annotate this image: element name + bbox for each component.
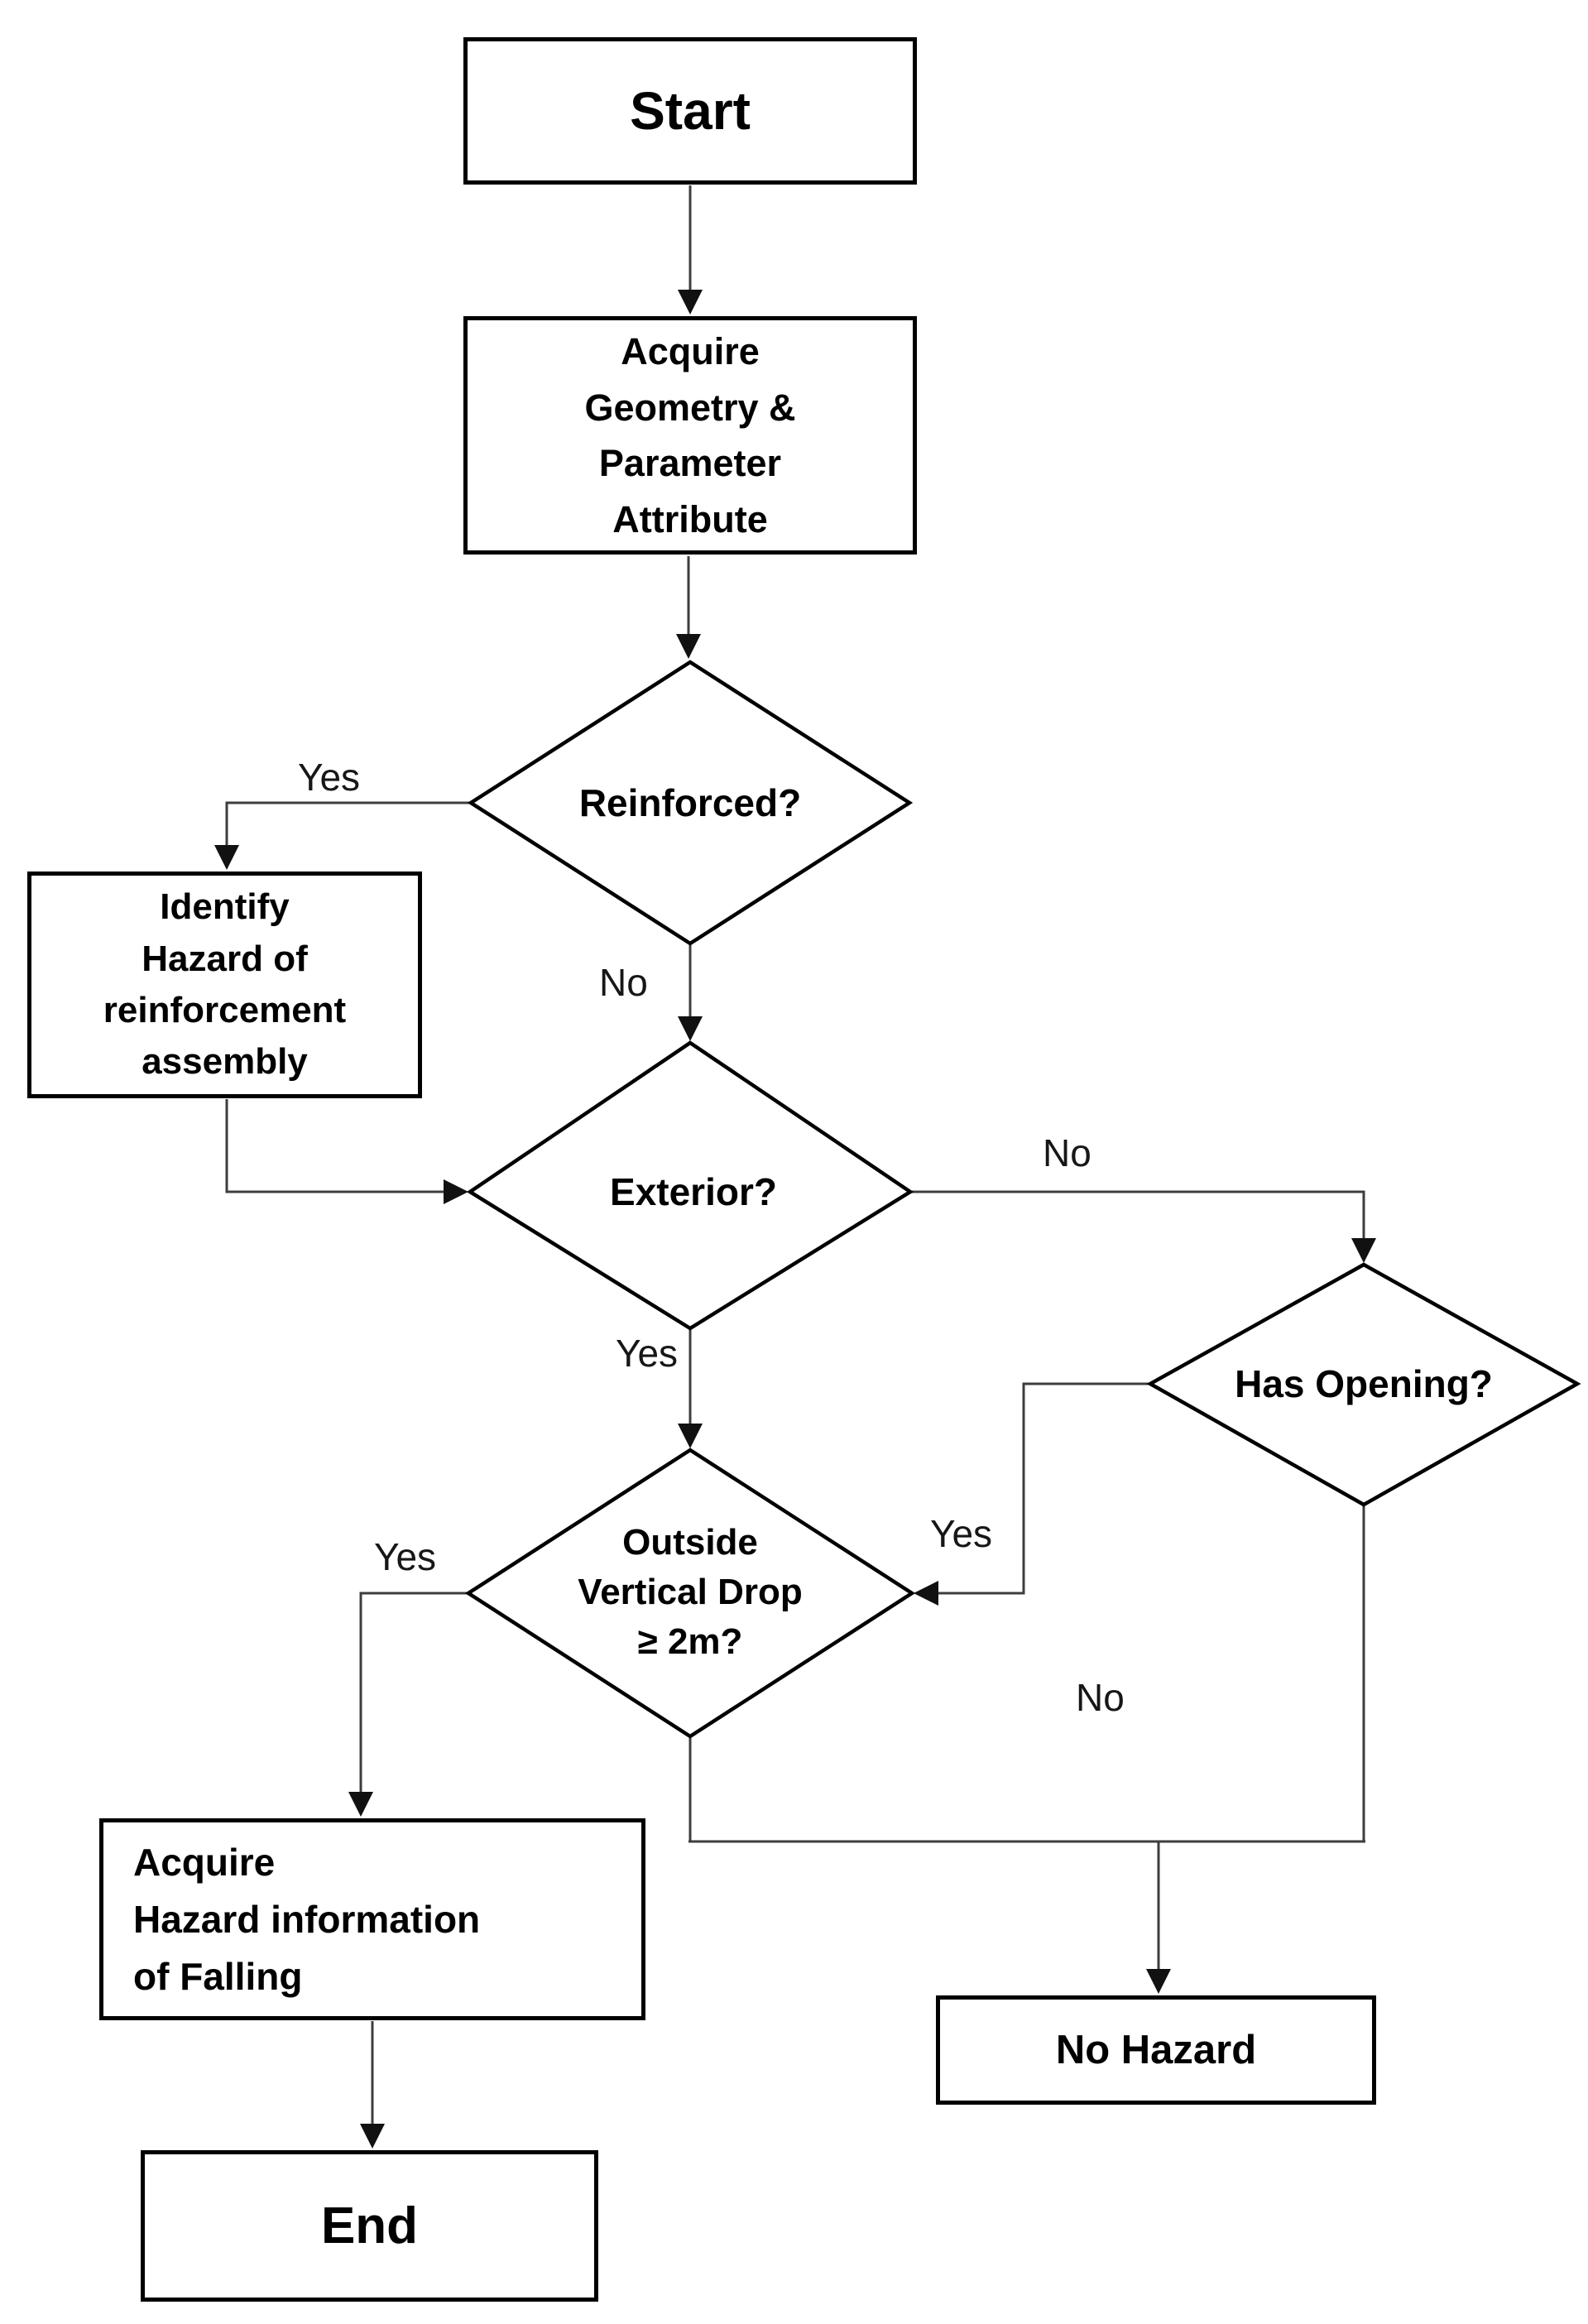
- node-identify-hazard: Identify Hazard of reinforcement assembl…: [27, 872, 422, 1098]
- edge-label-exterior-no: No: [1043, 1131, 1091, 1174]
- edge-identify-hazard-to-exterior: [225, 1099, 468, 1204]
- node-acquire-geometry: Acquire Geometry & Parameter Attribute: [463, 316, 917, 555]
- exterior-decision-label: Exterior?: [610, 1170, 777, 1213]
- reinforced-decision-label: Reinforced?: [578, 781, 802, 824]
- edges: [214, 185, 1376, 2149]
- node-acquire-falling: Acquire Hazard information of Falling: [99, 1818, 645, 2020]
- has-opening-decision-shape: [1146, 1262, 1581, 1507]
- node-start: Start: [463, 37, 917, 185]
- edge-label-has-opening-no: No: [1076, 1676, 1125, 1719]
- has-opening-decision-label: Has Opening?: [1235, 1362, 1493, 1405]
- exterior-decision-shape: [466, 1040, 914, 1331]
- edge-label-has-opening-yes: Yes: [930, 1512, 993, 1555]
- edge-label-exterior-yes: Yes: [616, 1332, 679, 1375]
- decision-shapes: [464, 660, 1581, 1739]
- reinforced-decision-shape: [467, 660, 914, 946]
- outside-drop-decision-label: Outside Vertical Drop ≥ 2m?: [578, 1522, 803, 1662]
- node-no-hazard: No Hazard: [936, 1995, 1376, 2105]
- edge-outside-drop-yes-to-acquire-falling: [348, 1592, 467, 1817]
- edge-exterior-no-to-has-opening: [912, 1190, 1376, 1263]
- edge-label-reinforced-yes: Yes: [298, 756, 361, 799]
- edge-label-outside-drop-yes: Yes: [374, 1535, 437, 1578]
- outside-drop-decision-shape: [464, 1448, 916, 1739]
- edge-has-opening-yes-to-outside-drop: [914, 1382, 1149, 1606]
- edge-label-reinforced-no: No: [599, 961, 648, 1004]
- node-end: End: [141, 2150, 598, 2302]
- edge-reinforced-yes-to-identify-hazard: [214, 801, 471, 870]
